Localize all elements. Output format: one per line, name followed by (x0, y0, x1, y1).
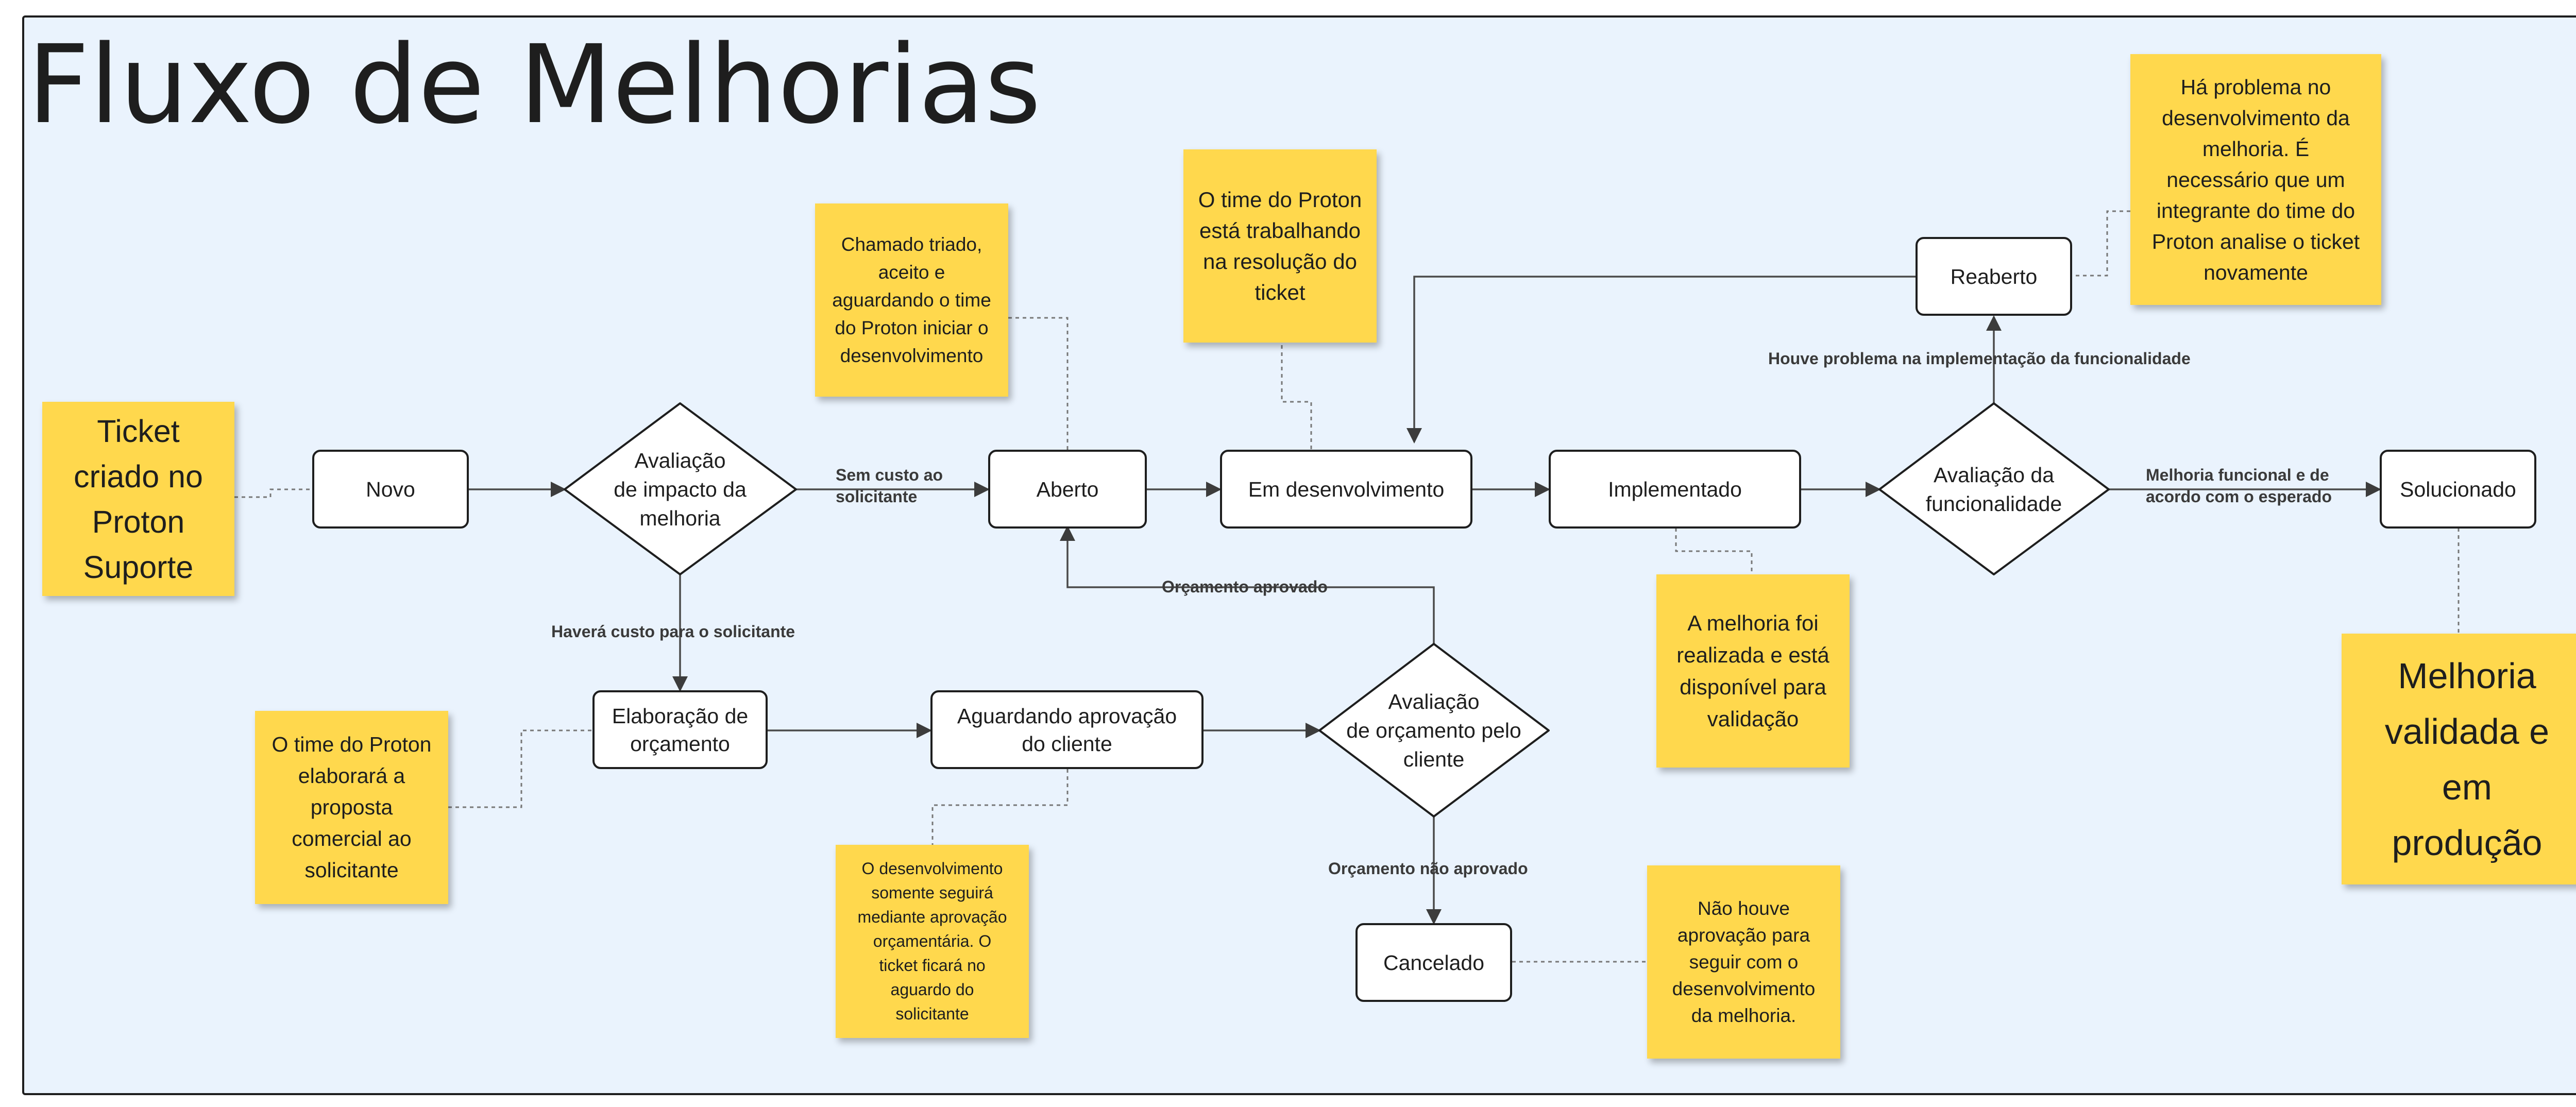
link-problema-note-reaberto (2071, 210, 2130, 277)
sticky-note-ha-problema: Há problema no desenvolvimento da melhor… (2130, 54, 2381, 305)
sticky-note-time-trabalhando: O time do Proton está trabalhando na res… (1183, 149, 1377, 343)
edge-reaberto-to-em-desenvolvimento (1406, 276, 1916, 444)
decision-avaliacao-orcamento-label: Avaliação de orçamento pelo cliente (1346, 690, 1521, 771)
link-realizada-note-implementado (1675, 528, 1753, 574)
sticky-note-melhoria-validada: Melhoria validada e em produção (2342, 634, 2576, 884)
edge-orcamento-aprovado-to-aberto (1060, 525, 1435, 644)
edge-label-havera-custo: Haverá custo para o solicitante (551, 622, 795, 641)
node-implementado[interactable]: Implementado (1549, 450, 1801, 529)
link-somente-note-aguardando (931, 769, 1069, 845)
link-trabalhando-note-em-desenvolvimento (1281, 345, 1312, 451)
sticky-note-desenvolvimento-somente: O desenvolvimento somente seguirá median… (836, 845, 1029, 1038)
decision-avaliacao-funcionalidade (1878, 402, 2110, 575)
sticky-note-chamado-triado: Chamado triado, aceito e aguardando o ti… (815, 203, 1008, 397)
sticky-note-nao-houve-aprovacao: Não houve aprovação para seguir com o de… (1647, 865, 1840, 1059)
node-aberto[interactable]: Aberto (988, 450, 1147, 529)
node-aguardando-aprovacao[interactable]: Aguardando aprovação do cliente (930, 690, 1204, 769)
link-ticket-note-novo (234, 488, 312, 498)
node-solucionado[interactable]: Solucionado (2380, 450, 2536, 529)
decision-avaliacao-funcionalidade-label: Avaliação da funcionalidade (1925, 463, 2062, 516)
edge-label-houve-problema: Houve problema na implementação da funci… (1768, 349, 2191, 368)
node-reaberto[interactable]: Reaberto (1916, 237, 2072, 316)
link-elaborara-note-elaboracao (448, 729, 592, 808)
diagram-title: Fluxo de Melhorias (27, 22, 1041, 148)
decision-avaliacao-orcamento (1318, 643, 1550, 818)
decision-avaliacao-impacto-label: Avaliação de impacto da melhoria (614, 449, 747, 530)
decision-avaliacao-impacto (564, 402, 797, 575)
edge-label-melhoria-funcional: Melhoria funcional e de acordo com o esp… (2146, 466, 2332, 506)
edge-label-orcamento-nao-aprovado: Orçamento não aprovado (1328, 859, 1528, 878)
sticky-note-ticket-criado: Ticket criado no Proton Suporte (42, 402, 234, 596)
link-chamado-note-aberto (1008, 317, 1069, 451)
sticky-note-melhoria-realizada: A melhoria foi realizada e está disponív… (1656, 574, 1850, 768)
node-cancelado[interactable]: Cancelado (1355, 923, 1512, 1002)
sticky-note-time-elaborara: O time do Proton elaborará a proposta co… (255, 711, 448, 904)
node-novo[interactable]: Novo (312, 450, 469, 529)
node-elaboracao-orcamento[interactable]: Elaboração de orçamento (592, 690, 768, 769)
node-em-desenvolvimento[interactable]: Em desenvolvimento (1220, 450, 1472, 529)
edge-label-sem-custo: Sem custo ao solicitante (836, 466, 943, 506)
edge-label-orcamento-aprovado: Orçamento aprovado (1162, 577, 1328, 596)
